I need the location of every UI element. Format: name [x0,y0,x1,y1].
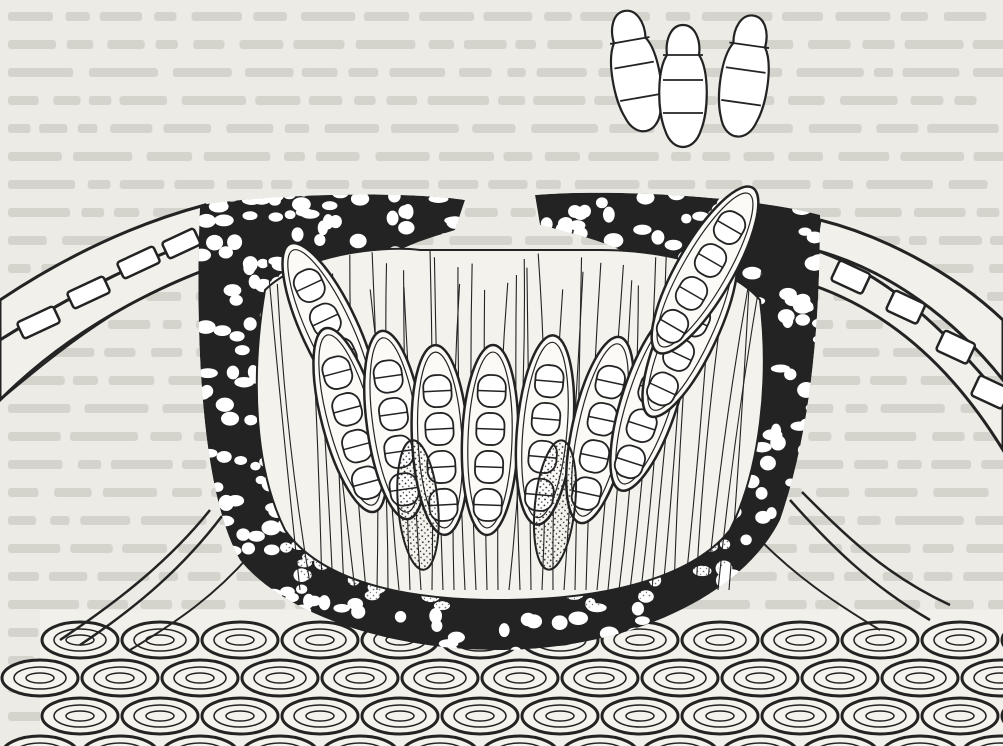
host-tissue-right [812,220,1003,450]
spore-icon [659,25,707,147]
spore-icon [601,7,669,135]
spore-icon [713,12,777,139]
